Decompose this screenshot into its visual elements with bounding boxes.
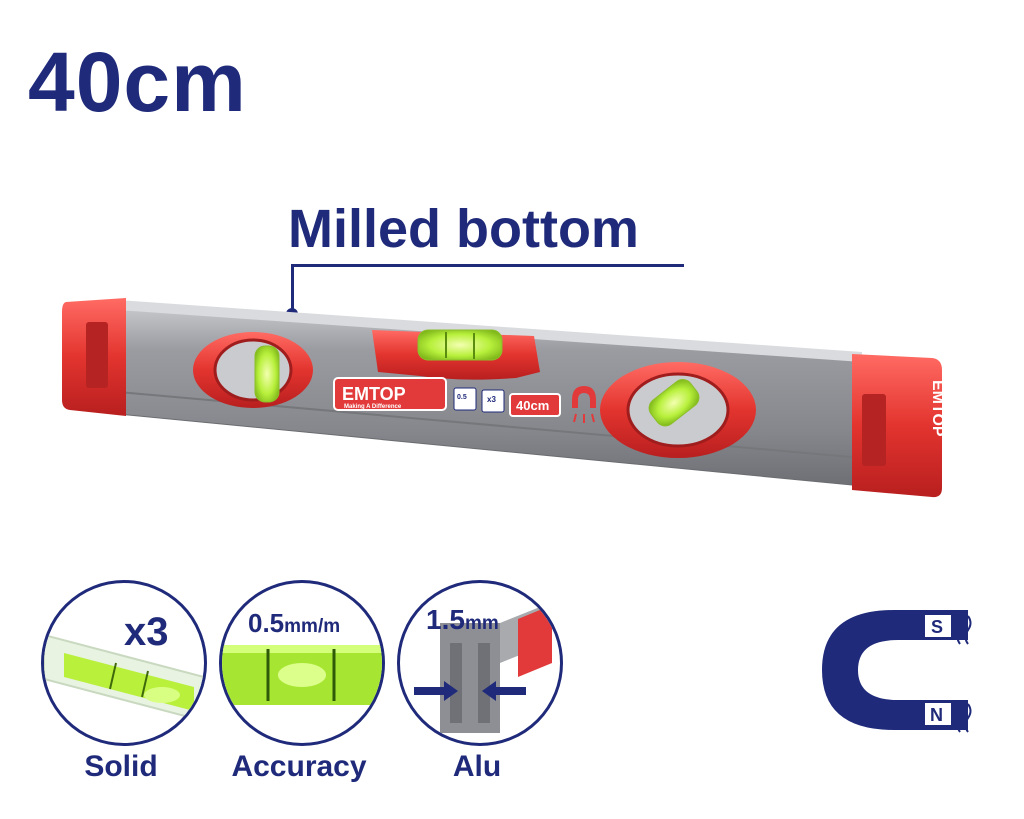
magnet-icon: S N: [822, 610, 972, 733]
south-pole-box: [923, 613, 953, 639]
feature-accuracy: 0.5mm/m Accuracy: [214, 580, 390, 783]
callout-leader-line: [291, 264, 684, 267]
right-cap-slot: [862, 394, 886, 466]
south-pole-label: S: [931, 617, 943, 637]
accuracy-mini-badge: [453, 387, 477, 411]
north-field-wave: [956, 703, 964, 733]
solid-caption: Solid: [84, 750, 158, 783]
feature-alu: 1.5mm Alu: [392, 580, 568, 783]
left-vial: [254, 345, 280, 403]
accuracy-mini-text: 0.5: [457, 394, 467, 401]
solid-badge: x3: [124, 610, 169, 654]
north-pole-box: [923, 701, 953, 727]
accuracy-vial-illustration: [222, 645, 382, 705]
south-field-wave: [956, 615, 964, 645]
feature-solid: x3 Solid: [36, 580, 212, 783]
brand-text: EMTOP: [342, 384, 406, 404]
solid-vial-circle: [41, 580, 207, 746]
north-pole-label: N: [930, 705, 943, 725]
vial-mini-text: x3: [487, 395, 496, 404]
size-title: 40cm: [28, 35, 247, 129]
solid-vial-illustration: [44, 633, 204, 723]
accuracy-badge: 0.5mm/m: [248, 608, 340, 639]
vial-mini-badge: [481, 389, 505, 413]
accuracy-badge-value: 0.5: [248, 608, 285, 638]
alu-badge-unit: mm: [464, 613, 499, 634]
alu-caption: Alu: [452, 750, 502, 783]
right-vial: [648, 379, 700, 427]
top-vial: [417, 329, 503, 361]
right-cap-brand: EMTOP: [929, 380, 946, 437]
accuracy-vial-circle: [219, 580, 385, 746]
brand-label: [333, 377, 447, 411]
brand-tagline: Making A Difference: [344, 404, 402, 410]
alu-profile-circle: [397, 580, 563, 746]
callout-leader-drop: [291, 264, 294, 312]
milled-bottom-label: Milled bottom: [288, 199, 639, 259]
alu-badge: 1.5mm: [426, 604, 499, 636]
alu-profile-illustration: [414, 603, 552, 733]
accuracy-caption: Accuracy: [231, 750, 367, 783]
length-badge-text: 40cm: [516, 398, 549, 413]
alu-badge-value: 1.5: [426, 604, 465, 635]
left-cap-slot: [86, 322, 108, 388]
body-magnet-icon: [572, 386, 596, 408]
accuracy-badge-unit: mm/m: [284, 616, 341, 637]
length-badge: [509, 393, 561, 417]
